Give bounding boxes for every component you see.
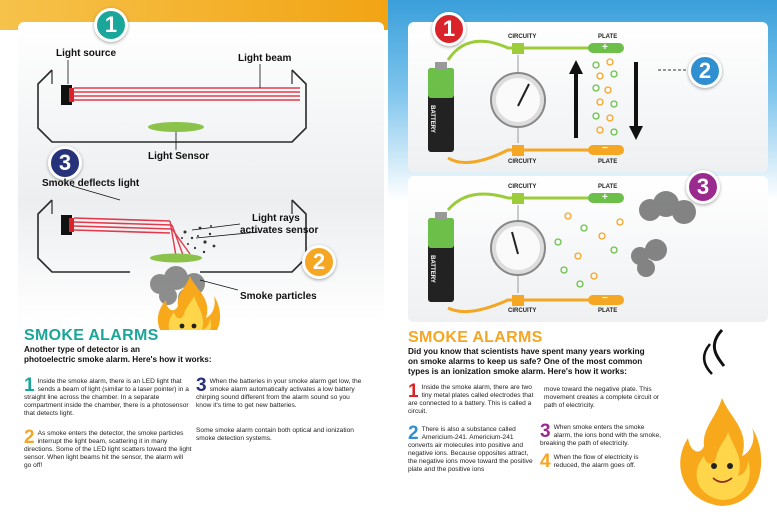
- label-circuitry-top-1: CIRCUITY: [508, 34, 537, 40]
- label-plate-top-2: PLATE: [598, 184, 618, 190]
- top-chamber: [37, 60, 307, 150]
- num-3: 3: [196, 375, 207, 396]
- right-num-4: 4: [540, 451, 551, 472]
- light-sensor: [148, 122, 204, 132]
- bottom-circuit: [428, 191, 696, 314]
- right-num-1: 1: [408, 381, 419, 402]
- led-light: [61, 85, 72, 105]
- right-intro-3: types is an ionization smoke alarm. Here…: [408, 367, 627, 376]
- label-circuitry-bottom-2: CIRCUITY: [508, 308, 537, 314]
- left-intro-2: photoelectric smoke alarm. Here's how it…: [24, 355, 212, 364]
- light-beam: [74, 87, 300, 101]
- label-circuitry-bottom-1: CIRCUITY: [508, 159, 537, 165]
- smoke-cloud-right: [631, 191, 696, 277]
- left-extra-text: Some smoke alarm contain both optical an…: [196, 427, 354, 442]
- right-step-2-badge: 2: [688, 54, 722, 88]
- label-light-source: Light source: [56, 48, 117, 59]
- right-num-2: 2: [408, 423, 419, 444]
- step-1-badge: 1: [94, 8, 128, 42]
- left-p1: Inside the smoke alarm, there is an LED …: [24, 378, 189, 417]
- negative-plate-top: [588, 145, 624, 155]
- right-p4: When the flow of electricity is reduced,…: [553, 454, 639, 469]
- minus-sign-bottom: −: [602, 293, 608, 304]
- top-circuit: [428, 39, 710, 164]
- label-light-beam: Light beam: [238, 53, 292, 64]
- label-smoke-deflects: Smoke deflects light: [42, 178, 140, 189]
- flame-mascot-left: [157, 276, 221, 330]
- negative-plate-bottom: [588, 295, 624, 305]
- right-intro-1: Did you know that scientists have spent …: [408, 347, 645, 356]
- right-intro-2: on smoke alarms to keep us safe? One of …: [408, 357, 643, 366]
- right-page: 1 2 3 CIRCUITY PLATE CIRCUITY PLATE BATT…: [388, 0, 777, 527]
- label-smoke-particles: Smoke particles: [240, 291, 317, 302]
- ion-flow-arrows: [569, 60, 643, 140]
- ions-bottom: [554, 212, 624, 288]
- minus-sign-top: −: [602, 143, 608, 154]
- label-plate-top-1: PLATE: [598, 34, 618, 40]
- right-num-3: 3: [540, 421, 551, 442]
- plus-sign-bottom: +: [602, 192, 608, 203]
- label-light-rays: Light rays: [252, 213, 300, 224]
- right-title: SMOKE ALARMS: [408, 329, 543, 346]
- right-p2: There is also a substance called Americi…: [408, 426, 533, 473]
- positive-plate-top: [588, 43, 624, 53]
- right-step-2-cont: move toward the negative plate. This mov…: [544, 386, 660, 409]
- smoke-particles: [181, 225, 216, 254]
- step-3-badge: 3: [48, 146, 82, 180]
- left-page: 1 3 2 Light source Light beam Light Sens…: [0, 0, 388, 527]
- left-title: SMOKE ALARMS: [24, 327, 159, 344]
- label-circuitry-top-2: CIRCUITY: [508, 184, 537, 190]
- num-1: 1: [24, 375, 35, 396]
- right-p1: Inside the smoke alarm, there are two ti…: [408, 384, 534, 415]
- flame-mascot-right: [680, 328, 762, 506]
- label-plate-bottom-1: PLATE: [598, 159, 618, 165]
- label-light-sensor: Light Sensor: [148, 151, 210, 162]
- right-step-1-badge: 1: [432, 12, 466, 46]
- step-2-badge: 2: [302, 245, 336, 279]
- left-p3: When the batteries in your smoke alarm g…: [196, 378, 362, 409]
- label-activates-sensor: activates sensor: [240, 225, 319, 236]
- right-p3: When smoke enters the smoke alarm, the i…: [540, 424, 661, 447]
- num-2: 2: [24, 427, 35, 448]
- right-diagram-art: [428, 39, 762, 506]
- battery-label-bottom: BATTERY: [428, 255, 435, 283]
- ions-top: [592, 58, 618, 136]
- plus-sign-top: +: [602, 42, 608, 53]
- right-step-3-badge: 3: [686, 170, 720, 204]
- battery-label-top: BATTERY: [428, 105, 435, 133]
- left-diagram-art: [37, 60, 307, 330]
- bottom-chamber: [37, 185, 307, 308]
- label-plate-bottom-2: PLATE: [598, 308, 618, 314]
- left-p2: As smoke enters the detector, the smoke …: [24, 430, 192, 469]
- left-intro-1: Another type of detector is an: [24, 345, 141, 354]
- positive-plate-bottom: [588, 193, 624, 203]
